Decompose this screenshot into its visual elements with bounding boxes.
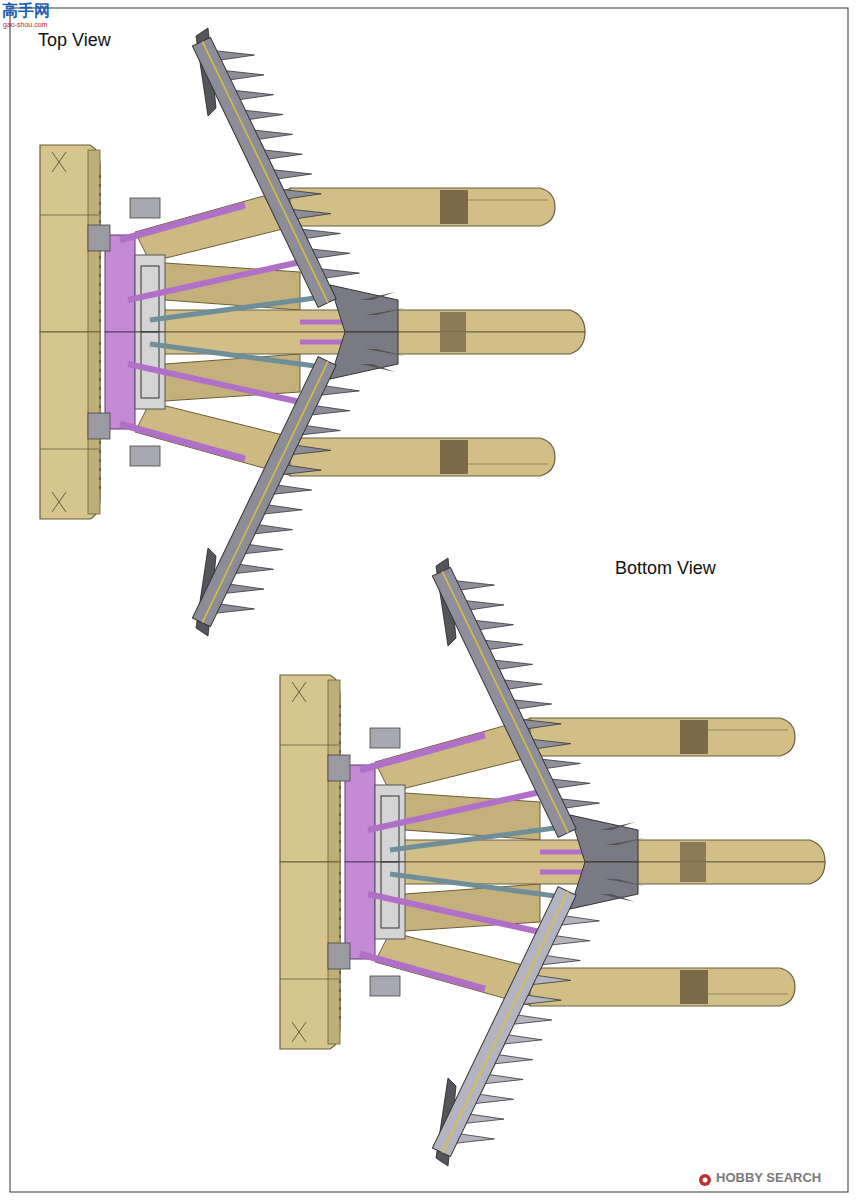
watermark: gao-shou.com — [3, 21, 47, 29]
watermark: HOBBY SEARCH — [716, 1171, 821, 1186]
bottom-view-drawing — [280, 554, 825, 1171]
view-title: Bottom View — [615, 558, 716, 579]
top-view-drawing — [40, 24, 585, 641]
view-title: Top View — [38, 30, 111, 51]
logo-mark — [699, 1174, 711, 1186]
watermark: 高手网 — [2, 2, 50, 20]
